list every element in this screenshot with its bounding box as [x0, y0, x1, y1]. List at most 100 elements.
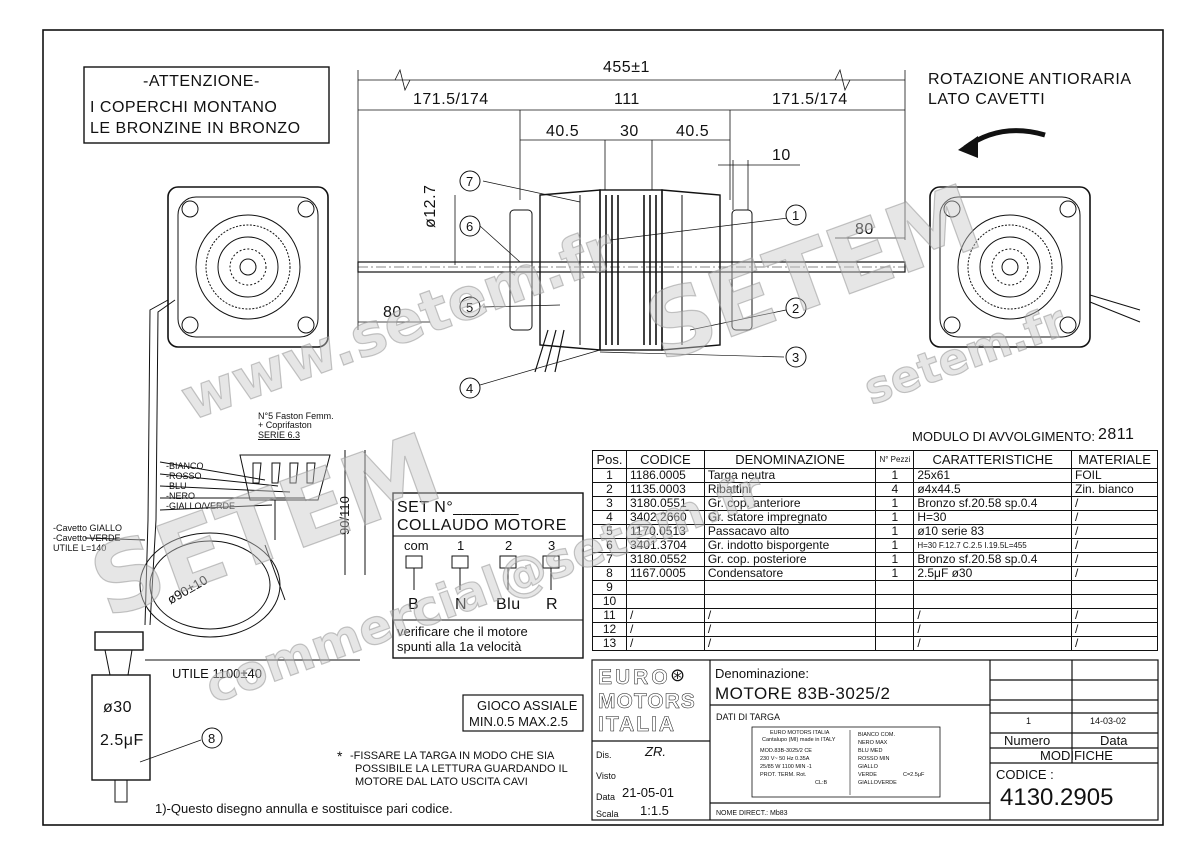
rotation-line2: LATO CAVETTI: [928, 91, 1046, 108]
nameplate-l3: MOD.83B-3025/2 CE: [760, 748, 812, 754]
bom-cell-denominazione: [703, 580, 877, 595]
bom-header-materiale: MATERIALE: [1071, 450, 1158, 469]
bom-cell-pezzi: [875, 594, 915, 609]
bom-cell-codice: /: [625, 622, 705, 637]
nameplate-l1: EURO MOTORS ITALIA: [770, 730, 830, 736]
plate-note-line3: MOTORE DAL LATO USCITA CAVI: [355, 776, 528, 788]
test-note-line2: spunti alla 1a velocità: [397, 639, 522, 654]
faston-line2: + Coprifaston: [258, 420, 312, 430]
bom-cell-materiale: /: [1071, 608, 1158, 623]
bom-cell-codice: /: [625, 636, 705, 651]
bom-cell-pezzi: [875, 622, 915, 637]
scala-label: Scala: [596, 809, 619, 819]
bom-cell-pezzi: 1: [875, 524, 915, 539]
nameplate-l4: 230 V~ 50 Hz 0.35A: [760, 756, 810, 762]
bom-cell-codice: [625, 580, 705, 595]
nameplate-w4: ROSSO MIN: [858, 756, 890, 762]
bom-cell-materiale: /: [1071, 538, 1158, 553]
bom-cell-materiale: /: [1071, 524, 1158, 539]
bom-cell-pezzi: [875, 636, 915, 651]
bom-cell-caratteristiche: H=30: [913, 510, 1073, 525]
bom-cell-codice: [625, 594, 705, 609]
bom-cell-caratteristiche: Bronzo sf.20.58 sp.0.4: [913, 552, 1073, 567]
bill-of-materials: Pos. CODICE DENOMINAZIONE N° Pezzi CARAT…: [592, 450, 1158, 651]
bom-cell-pezzi: 1: [875, 496, 915, 511]
bom-cell-denominazione: /: [703, 622, 877, 637]
test-box: [392, 492, 584, 659]
right-end-view: [929, 186, 1141, 348]
bom-cell-pezzi: 1: [875, 552, 915, 567]
bom-header-pos: Pos.: [592, 450, 627, 469]
notice-header: -ATTENZIONE-: [143, 73, 260, 90]
bom-cell-codice: 1186.0005: [625, 468, 705, 483]
dim-ext-right: 80: [855, 221, 874, 238]
bom-cell-pos: 2: [592, 482, 627, 497]
visto-label: Visto: [596, 771, 616, 781]
dim-10: 10: [772, 147, 791, 164]
terminal-3: 3: [548, 538, 556, 553]
denom-value: MOTORE 83B-3025/2: [715, 684, 891, 703]
footnote: 1)-Questo disegno annulla e sostituisce …: [155, 801, 453, 816]
nameplate-w5: GIALLO: [858, 764, 878, 770]
balloon-6: 6: [466, 219, 474, 234]
bom-cell-denominazione: Gr. indotto bisporgente: [703, 538, 877, 553]
logo-line1: EURO: [598, 666, 671, 689]
balloon-7: 7: [466, 174, 474, 189]
bom-cell-codice: 3180.0551: [625, 496, 705, 511]
earth-cable-line3: UTILE L=140: [53, 543, 107, 553]
bom-cell-codice: 1170.0513: [625, 524, 705, 539]
balloon-4: 4: [466, 381, 474, 396]
terminal-letter-blu: Blu: [496, 596, 521, 613]
axial-play-box: [462, 694, 584, 732]
left-end-view: [167, 186, 329, 348]
bom-cell-denominazione: Condensatore: [703, 566, 877, 581]
test-note-line1: verificare che il motore: [397, 624, 528, 639]
bom-cell-pos: 6: [592, 538, 627, 553]
bom-cell-pezzi: 1: [875, 510, 915, 525]
bom-cell-pos: 9: [592, 580, 627, 595]
bom-cell-codice: /: [625, 608, 705, 623]
bom-row: 13////: [592, 636, 1158, 651]
dim-shaft-diameter: ø12.7: [422, 184, 439, 228]
wire-rosso: -ROSSO: [166, 471, 202, 481]
data-column-label: Data: [1100, 733, 1128, 748]
faston-line3: SERIE 6.3: [258, 430, 301, 440]
dim-ext-left: 80: [383, 304, 402, 321]
logo-line3: ITALIA: [598, 713, 677, 736]
revision-number: 1: [1026, 716, 1032, 726]
bom-cell-materiale: /: [1071, 510, 1158, 525]
wire-nero: -NERO: [166, 491, 195, 501]
bom-cell-codice: 1135.0003: [625, 482, 705, 497]
winding-value: 2811: [1098, 426, 1135, 443]
cable-assembly: [84, 299, 366, 803]
bom-cell-pezzi: 1: [875, 566, 915, 581]
nameplate-w1: BIANCO COM.: [858, 732, 895, 738]
bom-cell-caratteristiche: 25x61: [913, 468, 1073, 483]
data-value: 21-05-01: [622, 785, 675, 800]
nameplate-l5: 25/85 W 1100 MIN -1: [760, 764, 812, 770]
bom-cell-pos: 11: [592, 608, 627, 623]
bom-header-caratteristiche: CARATTERISTICHE: [913, 450, 1073, 469]
scala-value: 1:1.5: [640, 803, 669, 818]
bom-cell-materiale: /: [1071, 552, 1158, 567]
bom-cell-caratteristiche: [913, 580, 1073, 595]
dim-40-5-b: 40.5: [676, 123, 710, 140]
wire-bianco: -BIANCO: [166, 461, 204, 471]
terminal-2: 2: [505, 538, 513, 553]
bom-cell-codice: 3180.0552: [625, 552, 705, 567]
terminal-com: com: [404, 538, 429, 553]
notice-line2: LE BRONZINE IN BRONZO: [90, 120, 301, 137]
bom-cell-pos: 3: [592, 496, 627, 511]
bom-cell-pos: 12: [592, 622, 627, 637]
bom-cell-denominazione: Gr. cop. posteriore: [703, 552, 877, 567]
test-title: COLLAUDO MOTORE: [397, 517, 567, 534]
notice-box: [83, 66, 330, 144]
bom-row: 12////: [592, 622, 1158, 637]
dim-left-shaft: 171.5/174: [413, 91, 489, 108]
earth-cable-line1: -Cavetto GIALLO: [53, 523, 123, 533]
bom-cell-caratteristiche: 2.5μF ø30: [913, 566, 1073, 581]
terminal-letter-r: R: [546, 596, 559, 613]
